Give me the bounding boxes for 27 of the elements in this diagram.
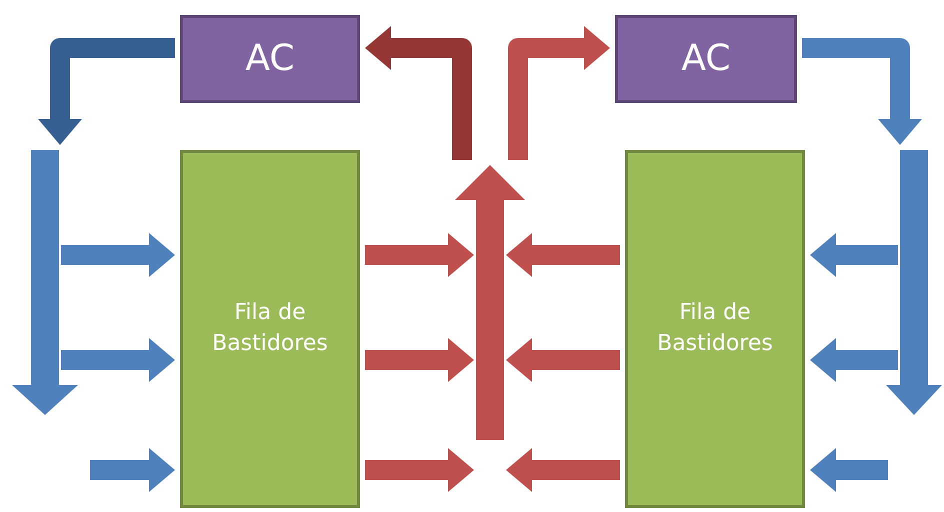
server-rack-row — [625, 150, 805, 508]
block-arrow — [38, 38, 175, 145]
box-label: Fila de Bastidores — [211, 299, 329, 358]
block-arrow — [506, 448, 620, 492]
block-arrow — [810, 448, 888, 492]
block-arrow — [506, 233, 620, 277]
block-arrow — [365, 233, 474, 277]
airflow-arrow — [455, 165, 525, 440]
box-label: AC — [680, 36, 732, 81]
air-conditioner-box — [615, 15, 797, 103]
air-conditioner-box — [180, 15, 360, 103]
block-arrow — [365, 26, 472, 160]
block-arrow — [508, 26, 610, 160]
block-arrow — [810, 338, 898, 382]
airflow-arrow — [12, 150, 78, 415]
block-arrow — [802, 38, 922, 145]
block-arrow — [810, 233, 898, 277]
block-arrow — [90, 448, 175, 492]
block-arrow — [365, 448, 474, 492]
box-label: AC — [244, 36, 296, 81]
block-arrow — [61, 338, 175, 382]
block-arrow — [365, 338, 474, 382]
block-arrow — [61, 233, 175, 277]
box-label: Fila de Bastidores — [656, 299, 774, 358]
server-rack-row — [180, 150, 360, 508]
airflow-arrow — [886, 150, 942, 415]
block-arrow — [506, 338, 620, 382]
